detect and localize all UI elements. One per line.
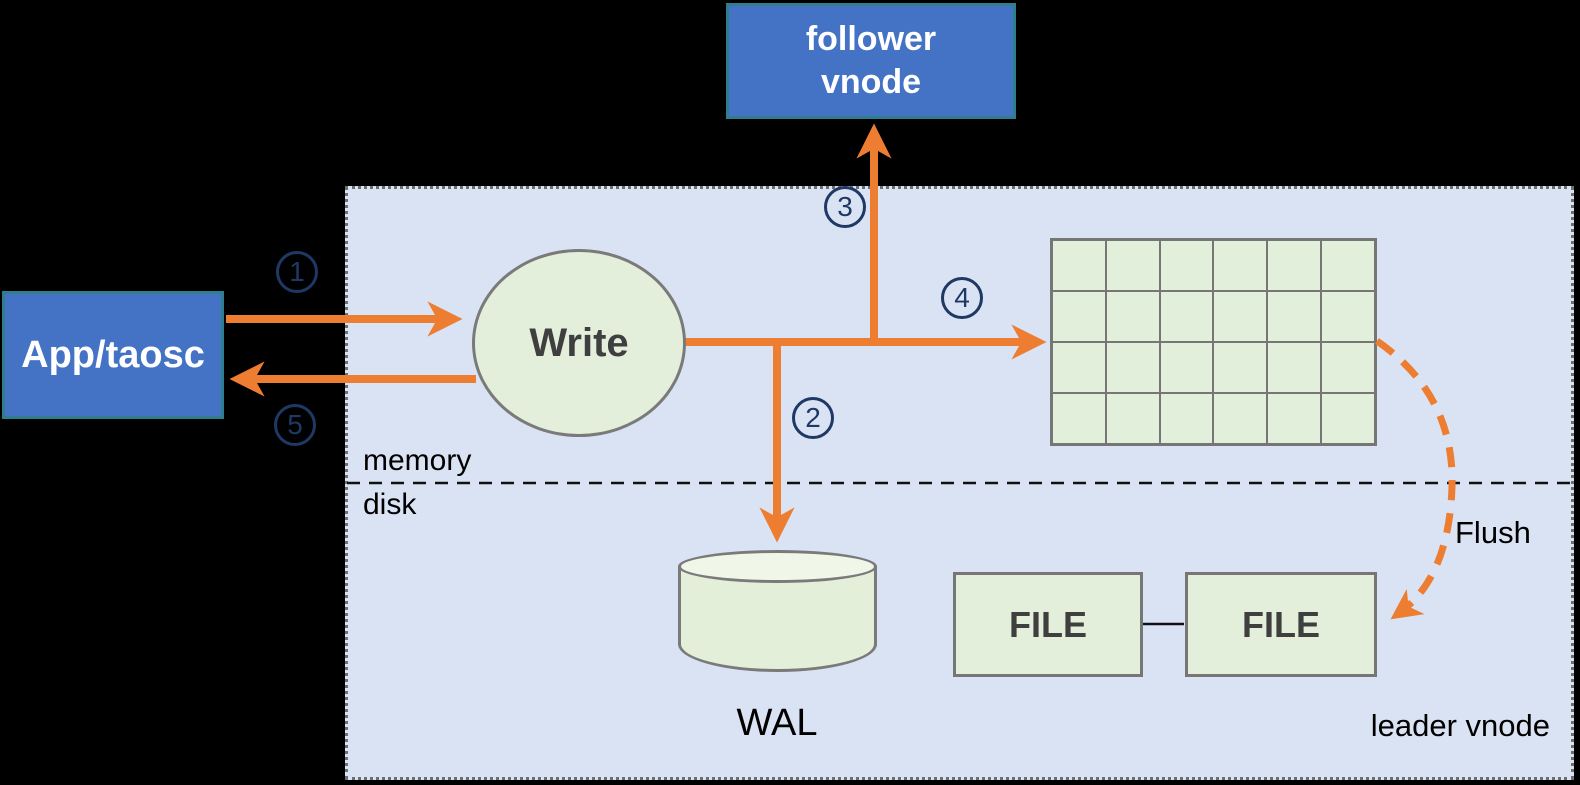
memtable-cell <box>1159 342 1214 393</box>
memtable-cell <box>1213 240 1268 291</box>
memtable-grid <box>1050 238 1377 446</box>
flush-label: Flush <box>1455 515 1531 550</box>
memtable-cell <box>1321 291 1375 342</box>
step-2-badge: 2 <box>792 397 834 439</box>
memtable-cell <box>1213 393 1268 444</box>
memtable-cell <box>1267 291 1322 342</box>
memory-label: memory <box>363 444 472 477</box>
write-circle: Write <box>472 249 686 437</box>
step-3-badge: 3 <box>824 186 866 228</box>
wal-cylinder-body <box>678 566 877 672</box>
memtable-cell <box>1052 240 1106 291</box>
file-box-right: FILE <box>1185 572 1377 677</box>
memtable-cell <box>1267 342 1322 393</box>
memtable-cell <box>1105 393 1160 444</box>
memtable-cell <box>1321 393 1375 444</box>
step-4-badge: 4 <box>941 277 983 319</box>
memtable-cell <box>1267 240 1322 291</box>
disk-label: disk <box>363 488 417 521</box>
memtable-cell <box>1105 240 1160 291</box>
memtable-cell <box>1159 291 1214 342</box>
step-1-badge: 1 <box>276 251 318 293</box>
write-label: Write <box>529 320 629 365</box>
step-5-badge: 5 <box>274 404 316 446</box>
memtable-cell <box>1159 393 1214 444</box>
memtable-cell <box>1105 342 1160 393</box>
memtable-cell <box>1213 291 1268 342</box>
app-taosc-box: App/taosc <box>2 291 224 419</box>
leader-vnode-label: leader vnode <box>1370 708 1550 743</box>
wal-cylinder-top <box>678 550 877 583</box>
memtable-cell <box>1267 393 1322 444</box>
file-left-label: FILE <box>1009 603 1087 645</box>
memtable-cell <box>1321 240 1375 291</box>
wal-label: WAL <box>736 702 818 744</box>
memtable-cell <box>1052 342 1106 393</box>
memtable-cell <box>1213 342 1268 393</box>
file-box-left: FILE <box>953 572 1143 677</box>
app-taosc-label: App/taosc <box>21 333 205 376</box>
memtable-cell <box>1321 342 1375 393</box>
memtable-cell <box>1052 393 1106 444</box>
memtable-cell <box>1052 291 1106 342</box>
memtable-cell <box>1159 240 1214 291</box>
follower-vnode-label: follower vnode <box>805 20 937 101</box>
follower-vnode-box: follower vnode <box>726 3 1016 119</box>
memtable-cell <box>1105 291 1160 342</box>
file-right-label: FILE <box>1242 603 1320 645</box>
